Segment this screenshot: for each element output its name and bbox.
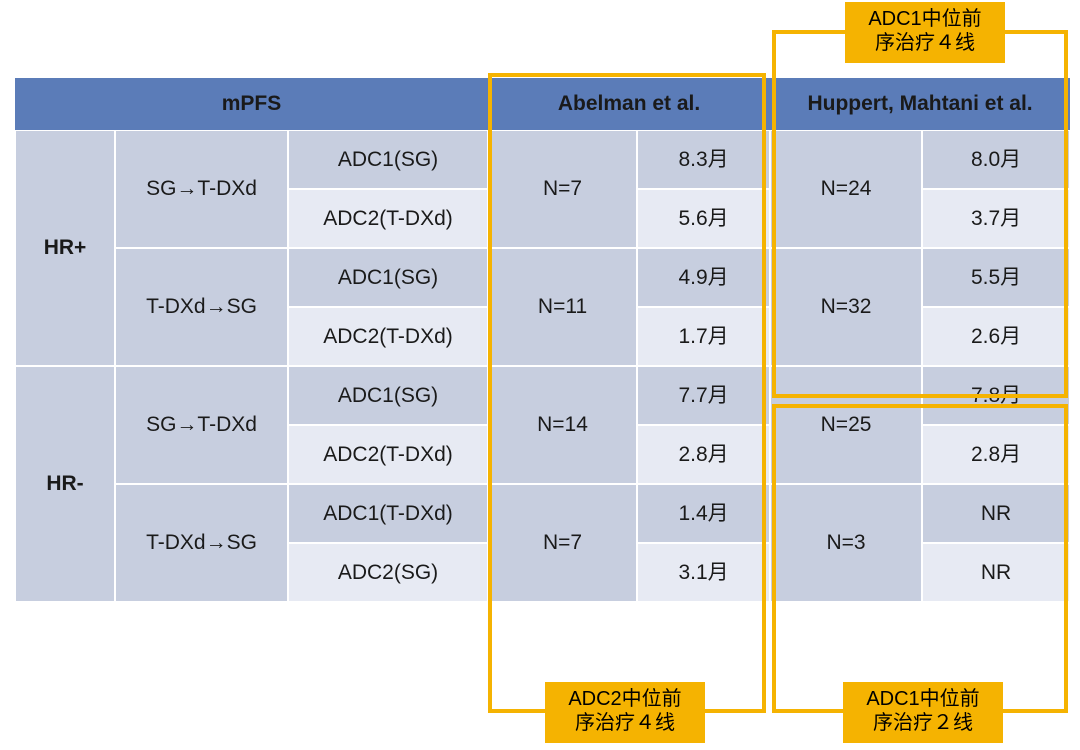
table-row: HR- SG→T-DXd ADC1(SG) N=14 7.7月 N=25 7.8… [15, 366, 1071, 602]
abelman-mpfs-value: 1.4月 [637, 484, 771, 543]
abelman-n-value: N=7 [488, 484, 638, 602]
table-row: ADC2(T-DXd) 1.7月 2.6月 [15, 307, 1071, 366]
agent-label: ADC1(SG) [288, 366, 489, 425]
table-row: ADC2(T-DXd) 5.6月 3.7月 [15, 189, 1071, 248]
abelman-mpfs-value: 8.3月 [637, 130, 771, 189]
agent-label: ADC1(T-DXd) [288, 484, 489, 543]
header-metric-label: mPFS [15, 78, 489, 130]
table-header-row: mPFS Abelman et al. Huppert, Mahtani et … [15, 78, 1071, 130]
table-row: T-DXd→SG ADC1(SG) N=11 4.9月 N=32 5.5月 [15, 248, 1071, 366]
highlight-box-abelman [488, 73, 766, 713]
header-study-abelman: Abelman et al. [488, 78, 771, 130]
group-label-hr-positive: HR+ [15, 130, 115, 366]
huppert-mpfs-value: 3.7月 [922, 189, 1071, 248]
abelman-n-value: N=14 [488, 366, 638, 484]
group-label-hr-negative: HR- [15, 366, 115, 602]
table-row: ADC2(T-DXd) 2.8月 2.8月 [15, 425, 1071, 484]
mpfs-comparison-table: mPFS Abelman et al. Huppert, Mahtani et … [15, 78, 1071, 602]
abelman-n-value: N=7 [488, 130, 638, 248]
callout-label-top-right: ADC1中位前 序治疗４线 [845, 2, 1005, 63]
sequence-label: SG→T-DXd [115, 366, 288, 484]
callout-label-bottom-left: ADC2中位前 序治疗４线 [545, 682, 705, 743]
huppert-n-value: N=32 [770, 248, 923, 366]
header-study-huppert: Huppert, Mahtani et al. [770, 78, 1071, 130]
table-row: ADC2(SG) 3.1月 NR [15, 543, 1071, 602]
sequence-label: T-DXd→SG [115, 484, 288, 602]
abelman-mpfs-value: 1.7月 [637, 307, 771, 366]
huppert-mpfs-value: 5.5月 [922, 248, 1071, 307]
huppert-n-value: N=24 [770, 130, 923, 248]
agent-label: ADC1(SG) [288, 248, 489, 307]
highlight-box-huppert-hrpos [772, 30, 1068, 398]
highlight-box-huppert-hrneg [772, 404, 1068, 713]
huppert-mpfs-value: NR [922, 543, 1071, 602]
sequence-label: SG→T-DXd [115, 130, 288, 248]
abelman-mpfs-value: 4.9月 [637, 248, 771, 307]
huppert-mpfs-value: NR [922, 484, 1071, 543]
abelman-mpfs-value: 7.7月 [637, 366, 771, 425]
huppert-mpfs-value: 2.8月 [922, 425, 1071, 484]
agent-label: ADC2(T-DXd) [288, 425, 489, 484]
agent-label: ADC2(T-DXd) [288, 189, 489, 248]
abelman-mpfs-value: 3.1月 [637, 543, 771, 602]
huppert-n-value: N=3 [770, 484, 923, 602]
table-row: T-DXd→SG ADC1(T-DXd) N=7 1.4月 N=3 NR [15, 484, 1071, 602]
abelman-n-value: N=11 [488, 248, 638, 366]
agent-label: ADC2(SG) [288, 543, 489, 602]
agent-label: ADC1(SG) [288, 130, 489, 189]
huppert-mpfs-value: 8.0月 [922, 130, 1071, 189]
huppert-mpfs-value: 2.6月 [922, 307, 1071, 366]
sequence-label: T-DXd→SG [115, 248, 288, 366]
abelman-mpfs-value: 2.8月 [637, 425, 771, 484]
agent-label: ADC2(T-DXd) [288, 307, 489, 366]
abelman-mpfs-value: 5.6月 [637, 189, 771, 248]
table-row: HR+ SG→T-DXd ADC1(SG) N=7 8.3月 N=24 8.0月 [15, 130, 1071, 366]
huppert-n-value: N=25 [770, 366, 923, 484]
callout-label-bottom-right: ADC1中位前 序治疗２线 [843, 682, 1003, 743]
